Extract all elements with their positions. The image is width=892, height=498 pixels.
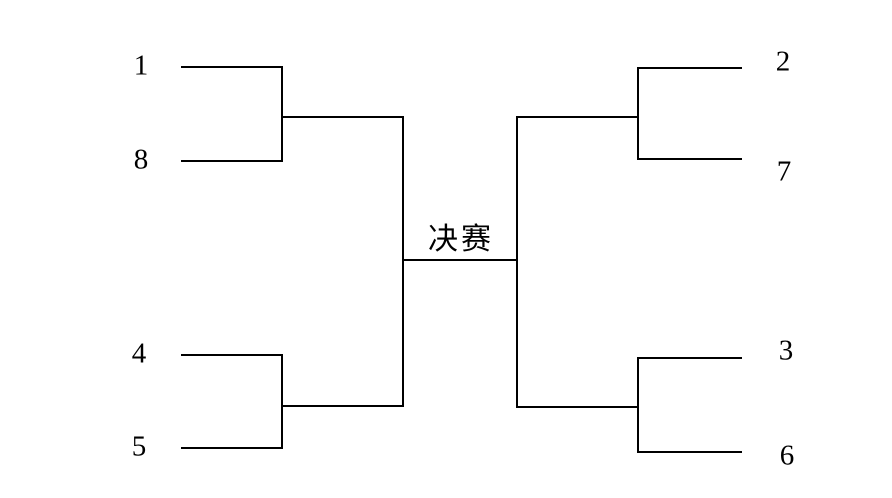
left-semifinal-connector — [402, 116, 404, 407]
final-line — [403, 259, 518, 261]
seed-4-line — [181, 354, 283, 356]
right-top-winner-line — [516, 116, 638, 118]
right-semifinal-connector — [516, 116, 518, 408]
seed-label-1: 1 — [133, 49, 149, 82]
left-top-match-connector — [281, 66, 283, 162]
right-top-match-connector — [637, 67, 639, 160]
seed-label-5: 5 — [131, 430, 147, 463]
seed-1-line — [181, 66, 283, 68]
seed-label-6: 6 — [779, 439, 795, 472]
final-label: 决赛 — [428, 223, 494, 256]
seed-6-line — [638, 451, 742, 453]
seed-label-4: 4 — [131, 337, 147, 370]
left-bottom-match-connector — [281, 354, 283, 449]
left-bottom-winner-line — [283, 405, 404, 407]
left-top-winner-line — [283, 116, 404, 118]
seed-3-line — [638, 357, 742, 359]
seed-label-8: 8 — [133, 143, 149, 176]
seed-label-7: 7 — [776, 155, 792, 188]
seed-label-3: 3 — [778, 334, 794, 367]
seed-8-line — [181, 160, 283, 162]
right-bottom-winner-line — [516, 406, 638, 408]
right-bottom-match-connector — [637, 357, 639, 453]
seed-5-line — [181, 447, 283, 449]
seed-label-2: 2 — [775, 45, 791, 78]
seed-7-line — [638, 158, 742, 160]
seed-2-line — [638, 67, 742, 69]
